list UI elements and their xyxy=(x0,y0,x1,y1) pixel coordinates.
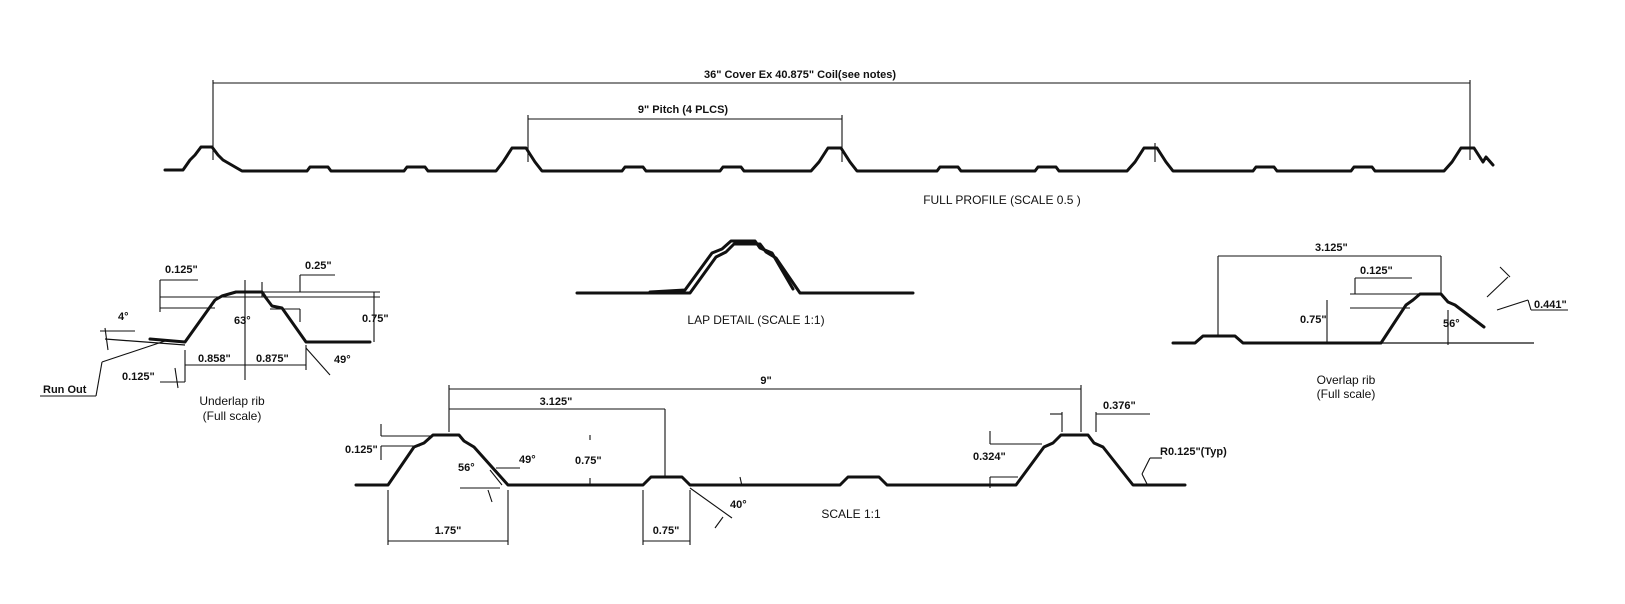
overlap-dim-0125: 0.125" xyxy=(1360,265,1393,277)
underlap-caption-1: Underlap rib xyxy=(199,394,265,408)
pitch-dimension: 9" Pitch (4 PLCS) xyxy=(527,104,1156,162)
scale-dim-0125: 0.125" xyxy=(345,444,378,456)
scale-caption: SCALE 1:1 xyxy=(821,507,881,521)
overlap-dim-56deg: 56° xyxy=(1443,318,1460,330)
lap-detail-caption: LAP DETAIL (SCALE 1:1) xyxy=(687,313,824,327)
overlap-caption-2: (Full scale) xyxy=(1317,387,1376,401)
underlap-dim-4deg: 4° xyxy=(118,311,129,323)
cover-dimension-label: 36" Cover Ex 40.875" Coil(see notes) xyxy=(704,69,896,81)
scale-dim-0376: 0.376" xyxy=(1103,400,1136,412)
full-profile-view: 36" Cover Ex 40.875" Coil(see notes) 9" … xyxy=(163,69,1495,207)
underlap-dim-0858: 0.858" xyxy=(198,353,231,365)
scale-dim-r0125: R0.125"(Typ) xyxy=(1160,446,1227,458)
underlap-caption-2: (Full scale) xyxy=(203,409,262,423)
cover-dimension: 36" Cover Ex 40.875" Coil(see notes) xyxy=(212,69,1471,160)
scale-dim-56deg: 56° xyxy=(458,462,475,474)
overlap-profile-line xyxy=(1171,292,1486,345)
underlap-dim-0875: 0.875" xyxy=(256,353,289,365)
pitch-dimension-label: 9" Pitch (4 PLCS) xyxy=(638,104,729,116)
underlap-dim-63deg: 63° xyxy=(234,315,251,327)
lap-detail-view: LAP DETAIL (SCALE 1:1) xyxy=(575,239,915,327)
underlap-rib-view: 0.125" 0.25" 4° 63° 0.75" 0.125" 0.858" … xyxy=(40,260,389,423)
underlap-dim-075: 0.75" xyxy=(362,313,389,325)
lap-profile-lower xyxy=(575,242,915,295)
overlap-rib-view: 3.125" 0.125" 0.75" 56° 0.441" Overlap r… xyxy=(1171,242,1568,401)
scale-dim-075-bot: 0.75" xyxy=(653,525,680,537)
scale-dim-40deg: 40° xyxy=(730,499,747,511)
underlap-profile-line xyxy=(148,290,372,344)
full-profile-caption: FULL PROFILE (SCALE 0.5 ) xyxy=(923,193,1081,207)
underlap-dim-025: 0.25" xyxy=(305,260,332,272)
scale-dim-9: 9" xyxy=(760,375,771,387)
lap-profile-upper xyxy=(648,239,795,294)
underlap-dim-0125-low: 0.125" xyxy=(122,371,155,383)
scale-dim-175: 1.75" xyxy=(435,525,462,537)
underlap-dim-0125-top: 0.125" xyxy=(165,264,198,276)
scale-dim-075-mid: 0.75" xyxy=(575,455,602,467)
scale-dim-0324: 0.324" xyxy=(973,451,1006,463)
underlap-dim-49deg: 49° xyxy=(334,354,351,366)
overlap-caption-1: Overlap rib xyxy=(1317,373,1376,387)
scale-profile-line xyxy=(354,433,1187,487)
overlap-dim-0441: 0.441" xyxy=(1534,299,1567,311)
full-profile-line xyxy=(163,145,1495,173)
run-out-label: Run Out xyxy=(43,384,87,396)
scale-dim-3125: 3.125" xyxy=(540,396,573,408)
scale-1-1-view: 9" 3.125" 0.376" 0.125" 56° 49° 0.75" 0.… xyxy=(345,375,1227,545)
scale-dim-49deg: 49° xyxy=(519,454,536,466)
overlap-dim-075: 0.75" xyxy=(1300,314,1327,326)
overlap-dim-3125: 3.125" xyxy=(1315,242,1348,254)
